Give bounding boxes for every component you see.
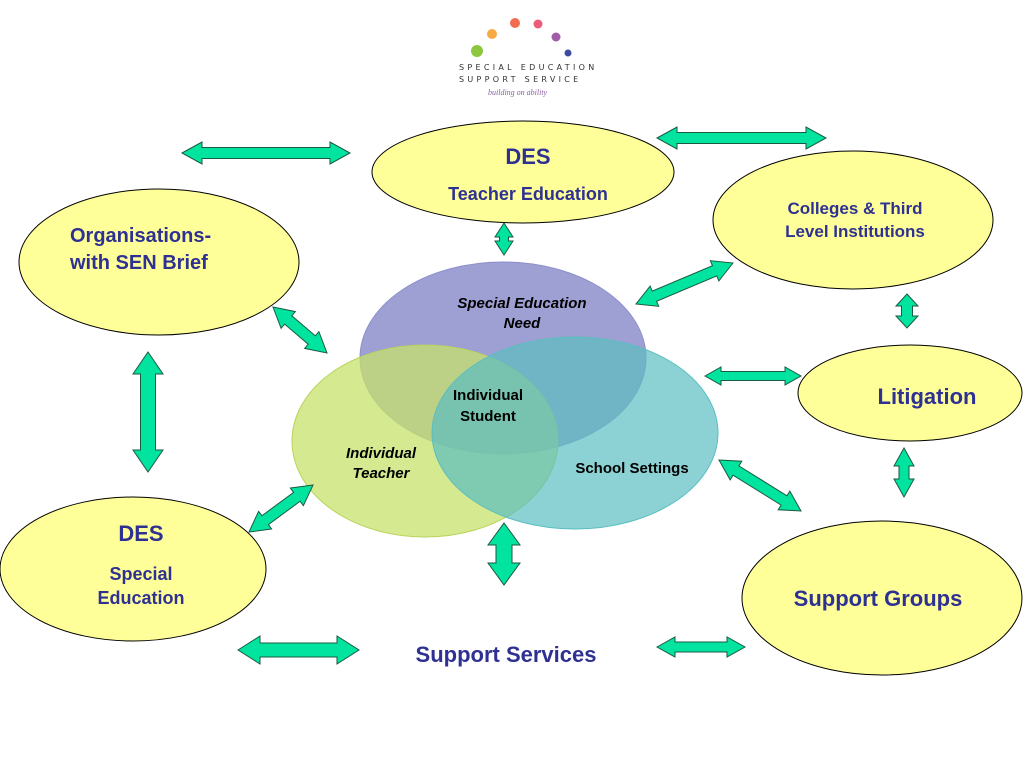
colleges-label-1: Colleges & Third [787, 199, 923, 218]
logo-dot-pink [533, 19, 543, 29]
des-special-label-1: Special [109, 564, 173, 584]
venn-need-label-2: Need [503, 315, 541, 332]
logo-dot-purple [551, 32, 561, 42]
logo-dot-orange [487, 29, 497, 39]
arrow-des-colleges [655, 126, 828, 150]
arrows [132, 126, 920, 665]
organisations-label-2: with SEN Brief [70, 252, 208, 274]
arrow-des-organisations [180, 141, 352, 165]
logo-dots [471, 18, 572, 57]
arrow-venn-support-services [487, 522, 521, 586]
colleges-label-2: Level Institutions [785, 222, 925, 241]
des-special-title: DES [118, 521, 164, 546]
oval-des-special-education [0, 496, 267, 642]
venn-teacher-label-2: Teacher [352, 465, 410, 482]
logo-dot-red [510, 18, 520, 28]
support-groups-label: Support Groups [793, 586, 963, 611]
logo-line-1: SPECIAL EDUCATION [459, 63, 598, 72]
organisations-label-1: Organisations- [70, 225, 212, 247]
oval-organisations [18, 188, 300, 336]
arrow-des-venn [494, 222, 514, 256]
logo-line-2: SUPPORT SERVICE [459, 75, 582, 84]
logo-dot-green [471, 45, 483, 57]
arrow-organisations-venn [272, 306, 328, 354]
des-special-label-2: Education [97, 588, 185, 608]
arrow-teacher-des-special [248, 484, 314, 533]
litigation-label: Litigation [877, 384, 977, 409]
venn-school-settings [431, 336, 719, 530]
venn-need-label-1: Special Education [457, 295, 587, 312]
arrow-des-special-support-services [237, 635, 360, 665]
arrow-colleges-venn [635, 260, 734, 307]
logo-dot-blue [564, 49, 572, 57]
support-services-label: Support Services [415, 642, 597, 667]
arrow-venn-litigation [703, 366, 803, 386]
venn-student-label-1: Individual [452, 387, 523, 404]
arrow-support-services-groups [655, 636, 747, 658]
des-teacher-subtitle: Teacher Education [448, 184, 608, 204]
arrow-venn-support-groups [718, 459, 802, 512]
venn [291, 261, 719, 538]
arrow-colleges-litigation [894, 293, 920, 329]
oval-des-teacher-education [371, 120, 675, 224]
des-teacher-title: DES [505, 144, 551, 169]
oval-colleges [712, 150, 994, 290]
venn-school-label: School Settings [575, 460, 689, 477]
venn-teacher-label-1: Individual [345, 445, 416, 462]
arrow-organisations-des-special [132, 351, 164, 473]
oval-litigation [797, 344, 1023, 442]
logo-tagline: building on ability [488, 88, 548, 97]
arrow-litigation-support-groups [893, 446, 915, 499]
oval-support-groups [741, 520, 1023, 676]
venn-student-label-2: Student [460, 408, 516, 425]
